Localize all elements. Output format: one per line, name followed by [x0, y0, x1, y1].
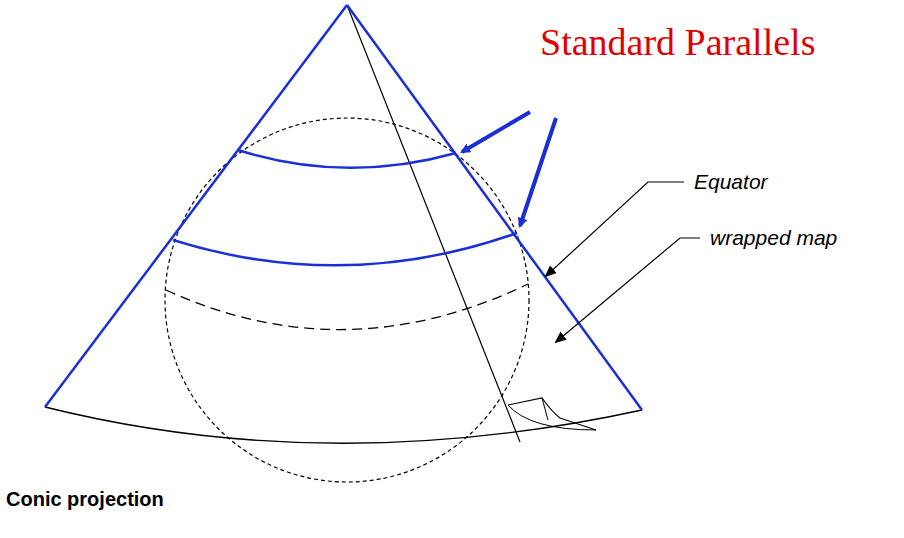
curled-corner-fold — [508, 398, 596, 430]
cone-side — [45, 5, 347, 407]
pointer-arrow — [462, 112, 530, 152]
figure-caption: Conic projection — [6, 488, 164, 511]
standard-parallel — [238, 150, 456, 168]
leader-label: Equator — [694, 170, 768, 194]
callout-title: Standard Parallels — [540, 20, 815, 64]
cone-base — [45, 407, 642, 443]
pointer-arrow — [520, 118, 556, 226]
leader-line — [546, 182, 684, 276]
cone-side — [347, 5, 642, 410]
equator-line — [166, 284, 528, 330]
cone-seam — [347, 5, 520, 442]
leader-label: wrapped map — [710, 226, 837, 250]
standard-parallel — [173, 233, 517, 265]
curled-corner — [508, 398, 596, 430]
leader-line — [556, 238, 700, 342]
